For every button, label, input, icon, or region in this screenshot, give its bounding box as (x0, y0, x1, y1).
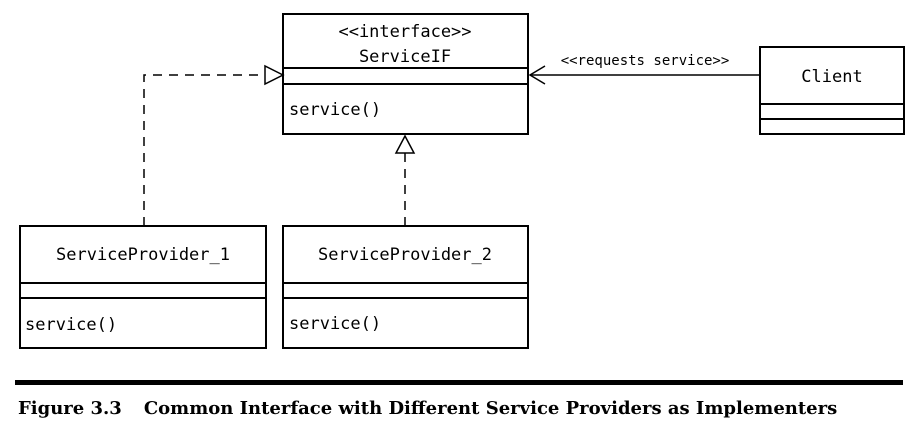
interface-class-serviceif: <<interface>> ServiceIF service() (282, 13, 529, 135)
interface-operation: service() (289, 100, 381, 120)
provider-1-name: ServiceProvider_1 (56, 245, 230, 265)
provider-2-class: ServiceProvider_2 service() (282, 225, 529, 349)
figure-title: Common Interface with Different Service … (143, 398, 838, 419)
association-arrow-client: <<requests service>> (528, 53, 760, 85)
interface-stereotype: <<interface>> (338, 22, 471, 42)
figure-number: Figure 3.3 (18, 398, 122, 419)
open-arrowhead-icon (528, 65, 546, 85)
provider-2-operation: service() (289, 314, 381, 334)
client-name: Client (801, 67, 862, 87)
provider-1-operation: service() (25, 315, 117, 335)
realization-triangle-icon (264, 64, 285, 86)
realization-triangle-icon (394, 134, 416, 154)
association-label: <<requests service>> (561, 53, 730, 69)
caption-rule (15, 380, 903, 385)
realization-arrow-provider-1 (143, 64, 285, 226)
realization-arrow-provider-2 (394, 134, 416, 226)
provider-1-class: ServiceProvider_1 service() (19, 225, 267, 349)
interface-name: ServiceIF (359, 47, 451, 67)
provider-2-name: ServiceProvider_2 (318, 245, 492, 265)
client-class: Client (759, 46, 905, 135)
figure-caption: Figure 3.3 Common Interface with Differen… (18, 398, 837, 419)
